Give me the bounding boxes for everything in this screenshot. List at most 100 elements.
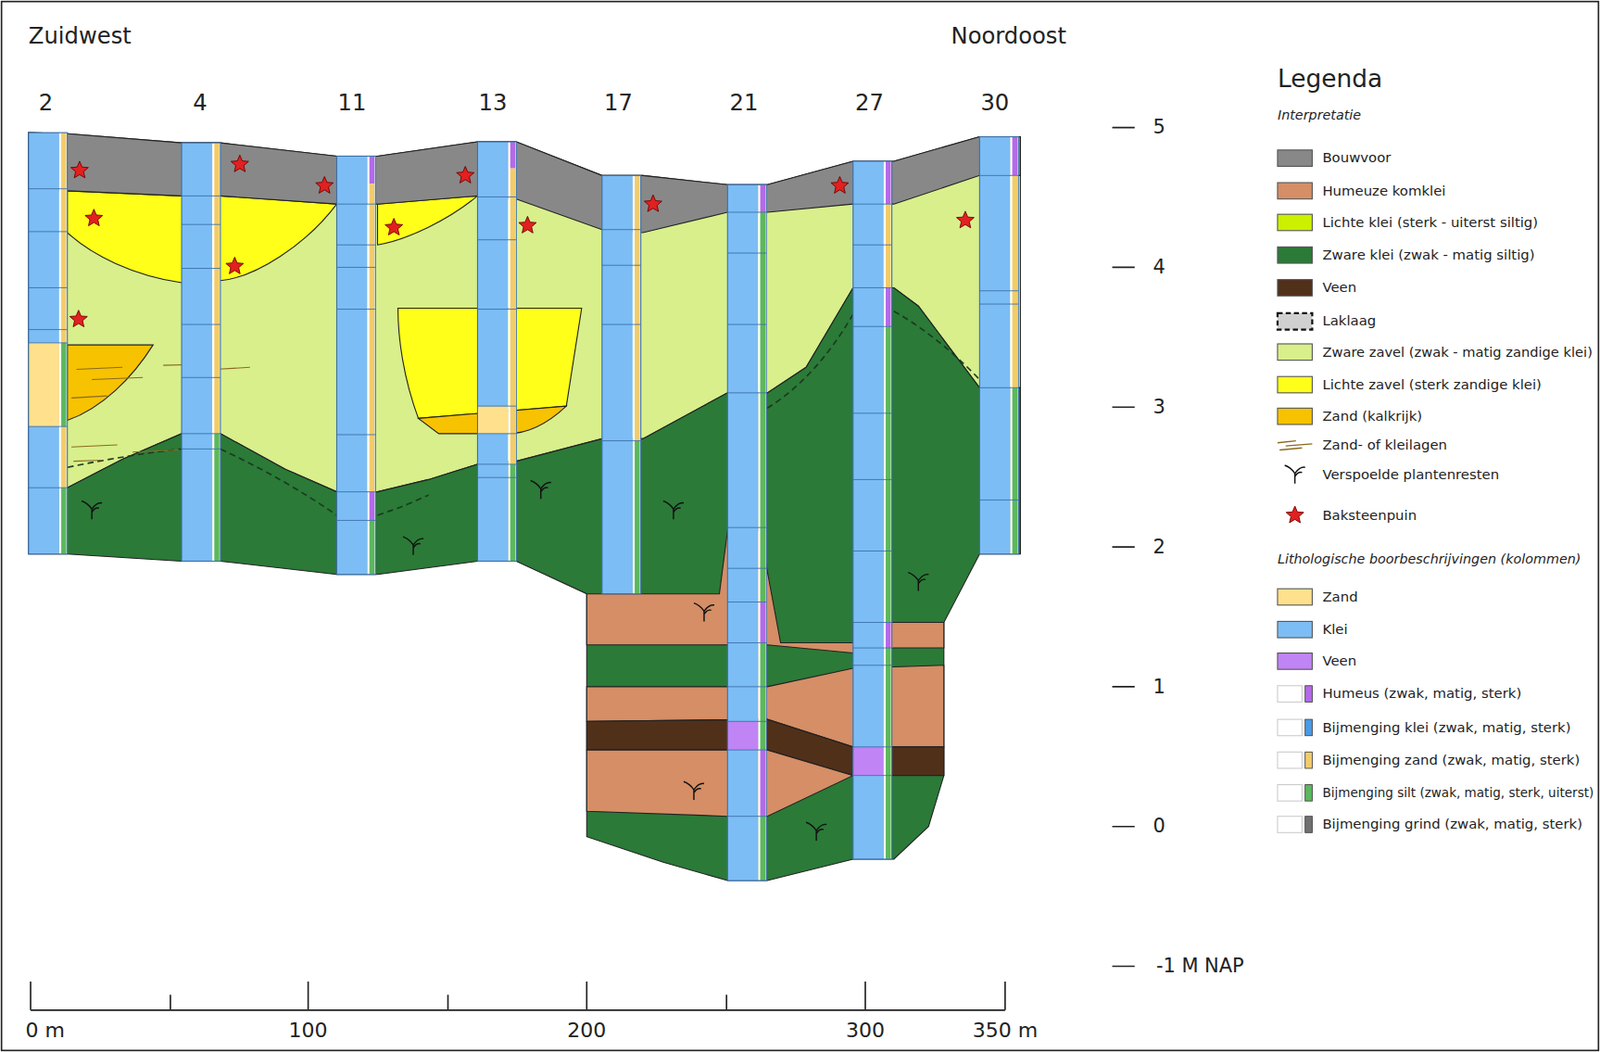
borehole-interval bbox=[602, 229, 642, 441]
admixture-bar bbox=[61, 132, 67, 343]
legend-swatch bbox=[1275, 781, 1315, 803]
swatch-bar bbox=[1305, 685, 1313, 703]
admixture-bar bbox=[214, 433, 220, 450]
legend-text: Bijmenging zand (zwak, matig, sterk) bbox=[1322, 752, 1580, 769]
legend-text: Bijmenging klei (zwak, matig, sterk) bbox=[1322, 718, 1571, 735]
borehole-strip bbox=[507, 141, 517, 561]
sand-clay-streaks bbox=[71, 364, 251, 462]
legend-swatch bbox=[1275, 374, 1315, 395]
admixture-bar bbox=[369, 519, 376, 574]
plant-remains bbox=[663, 501, 684, 520]
borehole-fill bbox=[853, 746, 884, 776]
swatch-lines bbox=[1277, 440, 1312, 451]
label: 17 bbox=[604, 89, 633, 116]
admixture-bar bbox=[760, 749, 767, 817]
admixture-bar bbox=[760, 184, 767, 213]
brick-rubble bbox=[643, 194, 662, 212]
borehole-strip bbox=[632, 175, 642, 593]
label: 4 bbox=[1153, 255, 1166, 278]
label: -1 M NAP bbox=[1156, 955, 1245, 978]
swatch-box bbox=[1277, 685, 1302, 703]
legend-swatch bbox=[1275, 504, 1315, 526]
legend-swatch bbox=[1275, 464, 1315, 485]
admixture-bar bbox=[760, 642, 767, 751]
swatch-dashed bbox=[1277, 313, 1312, 330]
legend-text: Verspoelde plantenresten bbox=[1322, 466, 1500, 482]
legend-swatch bbox=[1275, 650, 1315, 671]
plant-remains bbox=[907, 572, 929, 592]
legend-swatch bbox=[1275, 341, 1315, 363]
borehole-strip bbox=[212, 142, 221, 561]
swatch-bar bbox=[1305, 718, 1313, 736]
borehole-outline bbox=[602, 175, 642, 593]
borehole-outline bbox=[727, 184, 767, 881]
legend-swatch bbox=[1275, 277, 1315, 298]
label: 4 bbox=[192, 89, 207, 116]
borehole-interval bbox=[979, 175, 1019, 500]
label: Noordoost bbox=[951, 23, 1067, 50]
brick-rubble bbox=[518, 215, 537, 233]
label: 13 bbox=[478, 89, 508, 116]
layers bbox=[28, 132, 1021, 881]
admixture-bar bbox=[214, 448, 220, 561]
label: 2 bbox=[1153, 535, 1166, 558]
borehole-strip bbox=[757, 184, 767, 881]
boreholes bbox=[28, 132, 1019, 881]
swatch-bar bbox=[1305, 816, 1313, 833]
legend-text: Veen bbox=[1322, 653, 1357, 669]
admixture-bar bbox=[510, 464, 517, 562]
borehole-column bbox=[477, 141, 508, 561]
plant-remains bbox=[693, 603, 715, 622]
borehole-outline bbox=[28, 132, 68, 555]
brick-rubble bbox=[456, 165, 475, 183]
borehole-fill bbox=[477, 405, 508, 434]
legend-text: Veen bbox=[1322, 279, 1357, 296]
admixture-bar bbox=[634, 175, 641, 441]
admixture-bar bbox=[1012, 387, 1019, 554]
label: 350 m bbox=[972, 1018, 1039, 1042]
legend-swatch bbox=[1275, 180, 1315, 202]
plant-remains bbox=[806, 821, 827, 841]
admixture-bar bbox=[1012, 175, 1019, 388]
plant-remains bbox=[683, 781, 705, 800]
label: 3 bbox=[1153, 395, 1166, 418]
label: 200 bbox=[566, 1018, 606, 1042]
borehole-column bbox=[979, 137, 1010, 555]
brick-rubble bbox=[385, 218, 404, 236]
swatch-bar bbox=[1305, 784, 1313, 802]
admixture-bar bbox=[885, 287, 892, 327]
borehole-column bbox=[727, 184, 758, 881]
admixture-bar bbox=[885, 647, 892, 859]
admixture-bar bbox=[214, 142, 220, 434]
label: 1 bbox=[1153, 675, 1166, 698]
brick-rubble bbox=[831, 176, 849, 193]
label: Zuidwest bbox=[28, 23, 132, 50]
label: 0 bbox=[1153, 815, 1166, 838]
legend-text: Baksteenpuin bbox=[1322, 506, 1417, 523]
legend-text: Klei bbox=[1322, 621, 1348, 638]
brick-rubble bbox=[69, 310, 88, 328]
borehole-strip bbox=[1009, 137, 1019, 555]
swatch-fill bbox=[1277, 588, 1312, 605]
legend-swatch bbox=[1275, 148, 1315, 169]
legend-swatch bbox=[1275, 405, 1315, 427]
admixture-bar bbox=[510, 168, 517, 465]
borehole-column bbox=[853, 161, 884, 859]
borehole-column bbox=[181, 142, 213, 561]
legend-swatch bbox=[1275, 683, 1315, 705]
admixture-bar bbox=[1012, 137, 1019, 177]
swatch-fill bbox=[1277, 407, 1312, 425]
borehole-outline bbox=[181, 142, 221, 561]
swatch-box bbox=[1277, 718, 1302, 736]
swatch-fill bbox=[1277, 279, 1312, 297]
borehole-fill bbox=[28, 342, 60, 427]
swatch-fill bbox=[1277, 653, 1312, 670]
legend-swatch bbox=[1275, 434, 1315, 455]
legend-text: Zand bbox=[1322, 588, 1358, 605]
legend-text: Bijmenging silt (zwak, matig, sterk, uit… bbox=[1322, 785, 1594, 801]
legend-text: Zware zavel (zwak - matig zandige klei) bbox=[1322, 343, 1592, 360]
label: 0 m bbox=[25, 1018, 65, 1042]
legend-swatch bbox=[1275, 618, 1315, 640]
